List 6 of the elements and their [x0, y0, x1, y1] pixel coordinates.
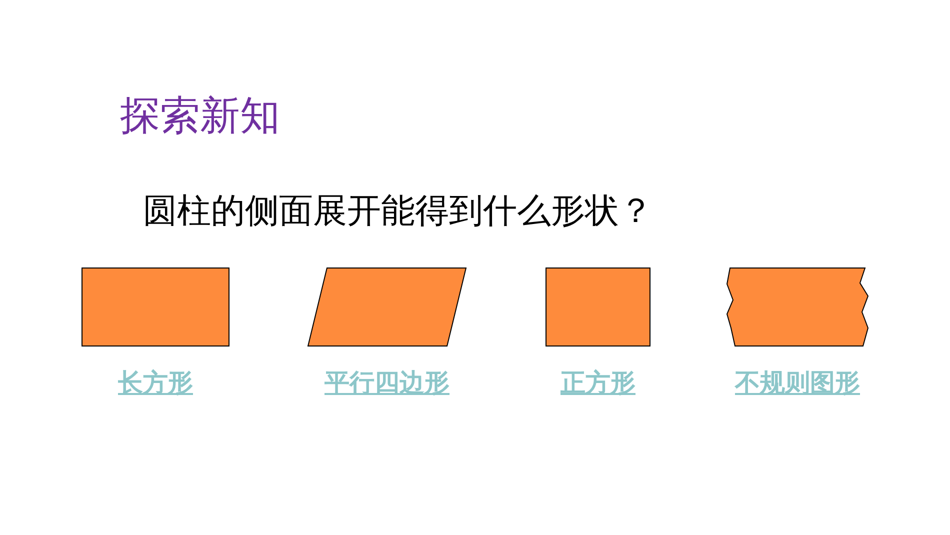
shape-name-link: 平行四边形 — [324, 367, 450, 399]
slide-title: 探索新知 — [120, 92, 280, 141]
shape-name-link: 正方形 — [560, 367, 636, 399]
shape-name-link: 长方形 — [118, 367, 193, 399]
question-text: 圆柱的侧面展开能得到什么形状？ — [143, 190, 653, 233]
shape-name-link: 不规则图形 — [735, 367, 860, 399]
